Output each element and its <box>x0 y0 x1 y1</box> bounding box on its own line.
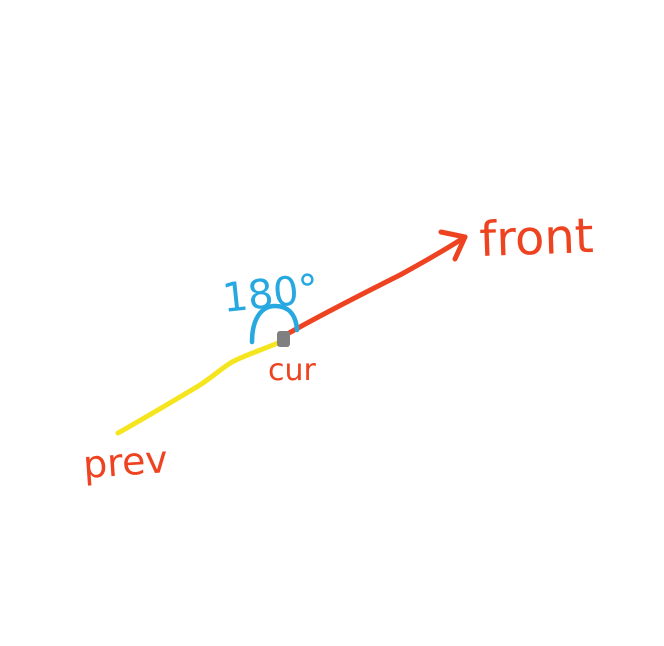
front-segment <box>286 234 468 336</box>
angle-arc <box>249 303 300 345</box>
prev-segment <box>115 337 288 436</box>
front-label: front <box>478 208 594 268</box>
front-arrowhead <box>438 229 468 262</box>
current-label: cur <box>268 353 317 388</box>
angle-label: 180° <box>220 266 321 322</box>
current-point-marker <box>277 331 290 347</box>
previous-label: prev <box>82 437 170 487</box>
